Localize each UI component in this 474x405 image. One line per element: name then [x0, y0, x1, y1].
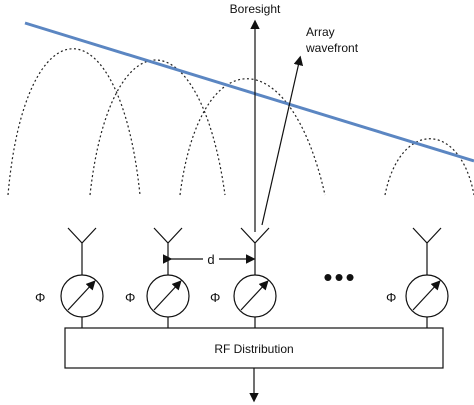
- beam-lobes: [7, 48, 474, 196]
- phase-shifter-arrow: [67, 280, 96, 311]
- phase-shifter-icon: [233, 274, 277, 318]
- phase-shifter-icon: [60, 274, 104, 318]
- phase-shifter-arrow: [412, 280, 441, 311]
- phase-label: Φ: [125, 290, 135, 305]
- antenna-element-4: Φ: [386, 227, 449, 328]
- spacing-label-bg: [203, 250, 219, 268]
- wavefront-pointer-arrow: [261, 55, 304, 226]
- phase-label: Φ: [386, 290, 396, 305]
- antenna-element-3: Φ: [210, 227, 277, 328]
- array-wavefront-line: [24, 21, 474, 163]
- antenna-icon: [412, 227, 442, 275]
- ellipsis-dots: •••: [323, 262, 356, 292]
- antenna-icon: [240, 227, 270, 275]
- phase-shifter-icon: [405, 274, 449, 318]
- phase-label: Φ: [210, 290, 220, 305]
- beam-lobe-2: [89, 59, 226, 196]
- spacing-label: d: [207, 252, 214, 267]
- antenna-icon: [67, 227, 97, 275]
- phase-shifter-icon: [146, 274, 190, 318]
- phase-shifter-arrow: [153, 280, 182, 311]
- array-wavefront-label-line2: wavefront: [305, 41, 359, 55]
- boresight-label: Boresight: [230, 2, 281, 16]
- antenna-element-1: Φ: [35, 227, 104, 328]
- antenna-icon: [153, 227, 183, 275]
- phase-shifter-arrow: [240, 280, 269, 311]
- beam-lobe-1: [7, 48, 141, 196]
- beam-lobe-3: [179, 78, 326, 196]
- array-wavefront-label-line1: Array: [306, 25, 335, 39]
- beam-lobe-4: [384, 138, 474, 196]
- rf-distribution-label: RF Distribution: [214, 342, 293, 356]
- antenna-element-2: Φ: [125, 227, 190, 328]
- phase-label: Φ: [35, 290, 45, 305]
